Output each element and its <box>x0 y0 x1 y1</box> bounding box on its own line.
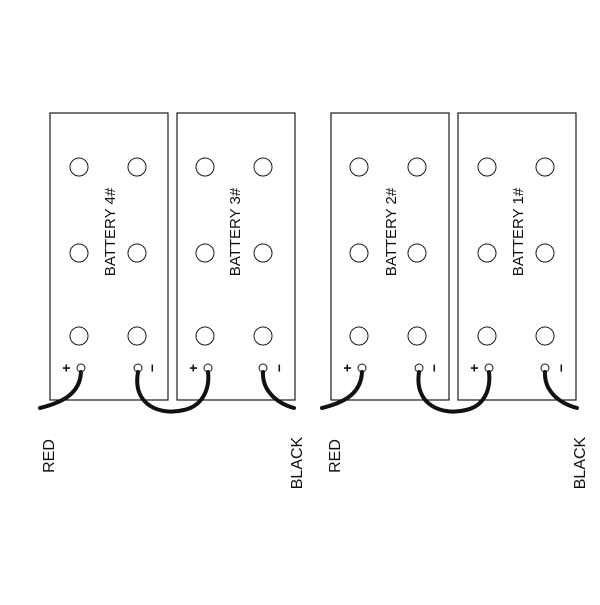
battery-2-positive-symbol: + <box>339 364 355 372</box>
battery-2: BATTERY 2# + − <box>330 112 450 401</box>
battery-3-case <box>176 112 296 401</box>
wire-jumper-2-to-1 <box>416 370 492 414</box>
battery-2-negative-symbol: − <box>426 364 442 372</box>
battery-4-label: BATTERY 4# <box>102 187 119 276</box>
battery-2-cell-caps <box>349 157 427 346</box>
wire-black-lead-right <box>542 370 579 410</box>
battery-1-case <box>457 112 577 401</box>
lead-label-red-left: RED <box>41 439 58 473</box>
battery-1-label: BATTERY 1# <box>510 187 527 276</box>
battery-3-label: BATTERY 3# <box>227 187 244 276</box>
battery-4-cell-caps <box>69 157 147 346</box>
wire-jumper-4-to-3 <box>135 370 211 414</box>
lead-label-black-right: BLACK <box>572 436 589 489</box>
wire-red-lead-left <box>38 370 83 410</box>
battery-4-case <box>49 112 169 401</box>
battery-2-label: BATTERY 2# <box>383 187 400 276</box>
battery-3: BATTERY 3# + − <box>176 112 296 401</box>
battery-1-negative-symbol: − <box>553 364 569 372</box>
battery-3-negative-symbol: − <box>271 364 287 372</box>
battery-4: BATTERY 4# + − <box>49 112 169 401</box>
battery-4-positive-symbol: + <box>58 364 74 372</box>
battery-3-cell-caps <box>195 157 273 346</box>
wires <box>38 370 579 414</box>
lead-label-red-right: RED <box>327 439 344 473</box>
battery-4-negative-symbol: − <box>144 364 160 372</box>
battery-3-positive-symbol: + <box>185 364 201 372</box>
battery-1-positive-symbol: + <box>466 364 482 372</box>
wire-red-lead-right <box>320 370 364 410</box>
lead-label-black-left: BLACK <box>289 436 306 489</box>
battery-2-case <box>330 112 450 401</box>
wire-black-lead-left <box>260 370 296 410</box>
battery-1: BATTERY 1# + − <box>457 112 577 401</box>
battery-1-cell-caps <box>477 157 555 346</box>
